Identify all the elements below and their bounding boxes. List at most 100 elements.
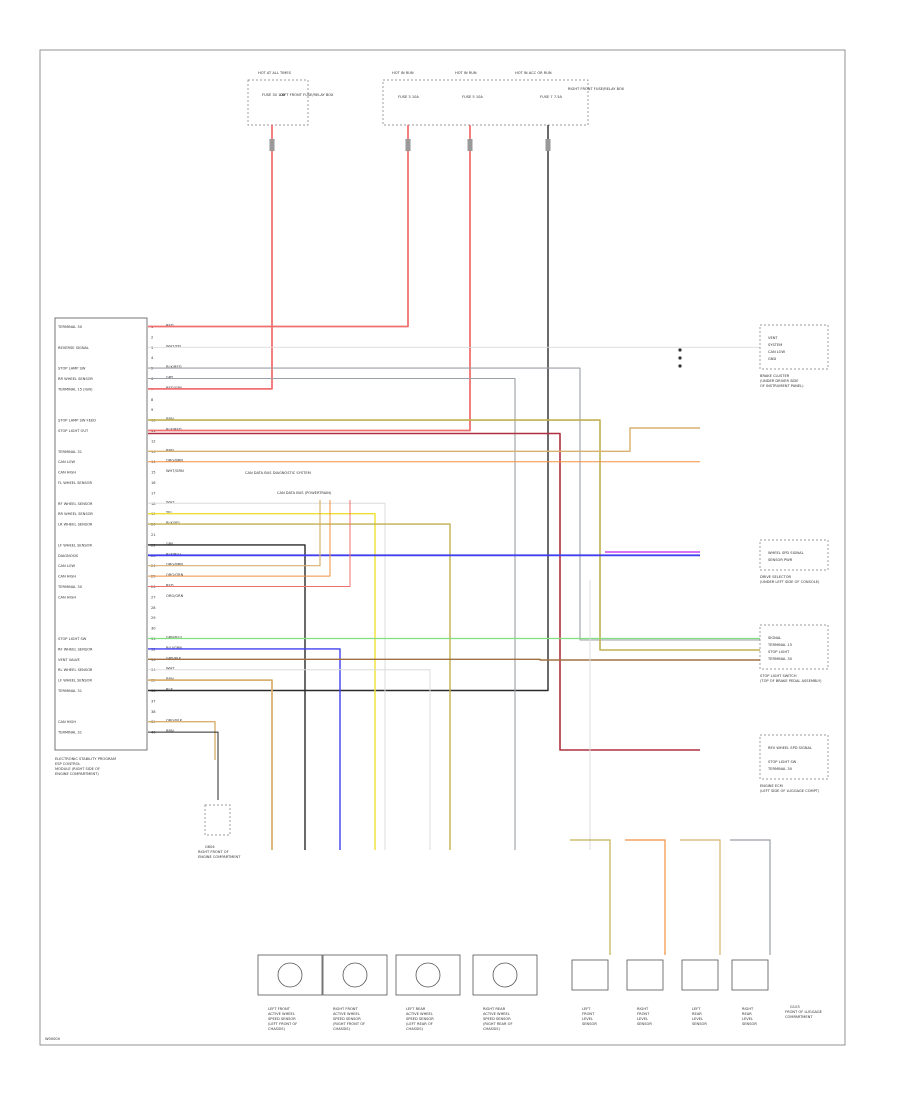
esp-module-box bbox=[54, 317, 148, 751]
wheel-sensor-caption: SPEED SENSOR bbox=[483, 1017, 511, 1021]
level-sensor-caption: LEFT bbox=[582, 1007, 591, 1011]
level-sensor-wire bbox=[570, 839, 611, 955]
module-pin-wire-color: GRY bbox=[166, 542, 174, 546]
right-component-pin: WHEEL SPD SIGNAL bbox=[768, 551, 804, 555]
right-component-caption: BRAKE CLUSTER bbox=[760, 374, 790, 378]
module-pin-label: CAN HIGH bbox=[58, 720, 76, 724]
ground-g604-caption: G604 bbox=[205, 845, 215, 849]
wire-splice bbox=[678, 364, 682, 368]
module-pin-wire-color: ORG/BLK bbox=[166, 719, 183, 723]
wheel-sensor-icon bbox=[277, 962, 303, 988]
module-pin-label: TERMINAL 30 bbox=[57, 325, 83, 329]
module-pin-label: LF WHEEL SENSOR bbox=[58, 543, 93, 547]
right-component-caption: (TOP OF BRAKE PEDAL ASSEMBLY) bbox=[760, 679, 822, 683]
fuse-box-right-header-2: HOT IN RUN bbox=[455, 71, 477, 75]
module-pin-wire-color: RED/GRY bbox=[166, 386, 183, 390]
module-pin-label: CAN HIGH bbox=[58, 575, 76, 579]
module-pin-wire-color: ORG/GRN bbox=[166, 594, 184, 598]
module-pin-wire-color: BLK/BLU bbox=[166, 552, 181, 556]
level-sensor-caption: SENSOR bbox=[582, 1022, 597, 1026]
wire-terminal-30-feed bbox=[148, 125, 409, 328]
wire-splice bbox=[678, 356, 682, 360]
module-caption-line: ESP CONTROL bbox=[55, 762, 80, 766]
fuse-box-right-caption: RIGHT FRONT FUSE/RELAY BOX bbox=[568, 87, 625, 91]
wheel-sensor-caption: SPEED SENSOR bbox=[406, 1017, 434, 1021]
module-pin-label: CAN LOW bbox=[58, 460, 76, 464]
wheel-sensor-body bbox=[395, 954, 461, 996]
wheel-sensor-caption: SPEED SENSOR bbox=[333, 1017, 361, 1021]
module-pin-label: RR WHEEL SENSOR bbox=[58, 512, 93, 516]
level-sensor-wire bbox=[730, 839, 771, 955]
module-pin-number: 4 bbox=[151, 356, 154, 360]
ground-g604-caption: ENGINE COMPARTMENT bbox=[198, 855, 241, 859]
module-pin-label: LR WHEEL SENSOR bbox=[58, 523, 93, 527]
fuse-box-right-header-3: HOT IN ACC OR RUN bbox=[515, 71, 552, 75]
wheel-sensor-body bbox=[322, 954, 388, 996]
wheel-sensor-caption: ACTIVE WHEEL bbox=[483, 1012, 510, 1016]
wire-ground-left bbox=[148, 731, 219, 800]
wheel-sensor-icon bbox=[415, 962, 441, 988]
ground-g103-caption: G103 bbox=[790, 1005, 800, 1009]
module-pin-number: 30 bbox=[151, 627, 156, 631]
module-pin-wire-color: WHT bbox=[166, 667, 175, 671]
wire-vent-valve bbox=[148, 658, 760, 661]
wire-stop-light-feed bbox=[148, 125, 471, 432]
wire-rr-sensor bbox=[148, 377, 516, 850]
wheel-sensor-caption: CHASSIS) bbox=[333, 1027, 351, 1031]
wheel-sensor-caption: ACTIVE WHEEL bbox=[406, 1012, 433, 1016]
wheel-sensor-caption: CHASSIS) bbox=[268, 1027, 286, 1031]
module-caption-line: MODULE (RIGHT SIDE OF bbox=[55, 767, 100, 771]
right-component-caption: (UNDER LEFT SIDE OF CONSOLE) bbox=[760, 580, 820, 584]
wire-layer bbox=[148, 125, 760, 850]
wheel-sensor-icon bbox=[492, 962, 518, 988]
module-pin-label: TERMINAL 30 bbox=[57, 585, 83, 589]
module-pin-number: 2 bbox=[151, 335, 153, 339]
right-component-pin: TERMINAL 15 bbox=[767, 643, 792, 647]
wheel-sensor-caption: LEFT FRONT bbox=[268, 1007, 291, 1011]
right-component-pin: REV WHEEL SPD SIGNAL bbox=[768, 746, 812, 750]
wheel-sensor-caption: RIGHT FRONT bbox=[333, 1007, 358, 1011]
wire-stop-light-out bbox=[148, 432, 700, 751]
fuse-box-left: HOT AT ALL TIMES FUSE 30 10A LEFT FRONT … bbox=[247, 71, 334, 126]
ground-g103: G103 FRONT OF LUGGAGE COMPARTMENT bbox=[785, 1005, 823, 1019]
module-pin-wire-color: ORG/GRN bbox=[166, 573, 184, 577]
module-pin-label: RF WHEEL SENSOR bbox=[58, 502, 93, 506]
level-sensor-caption: LEFT bbox=[692, 1007, 701, 1011]
module-pin-number: 15 bbox=[151, 471, 156, 475]
right-component-box bbox=[759, 539, 829, 571]
wheel-sensor-caption: CHASSIS) bbox=[483, 1027, 501, 1031]
module-pin-wire-color: YEL bbox=[166, 511, 172, 515]
right-component-box bbox=[759, 624, 829, 670]
wheel-sensor-body bbox=[472, 954, 538, 996]
wire-splice bbox=[678, 348, 682, 352]
fuse-box-right: HOT IN RUN HOT IN RUN HOT IN ACC OR RUN … bbox=[382, 71, 625, 126]
module-pin-wire-color: BLK/RED bbox=[166, 365, 182, 369]
module-pin-label: RL WHEEL SENSOR bbox=[58, 668, 93, 672]
right-component-pin: TERMINAL 30 bbox=[767, 767, 793, 771]
wire-lr-sensor bbox=[148, 523, 451, 850]
level-sensor-caption: RIGHT bbox=[742, 1007, 754, 1011]
wire-terminal-30-b bbox=[148, 500, 351, 587]
module-pin-wire-color: WHT/YEL bbox=[166, 344, 182, 348]
level-sensor-body bbox=[626, 959, 664, 991]
module-pin-label: DIAGNOSIS bbox=[58, 554, 79, 558]
wheel-sensor-caption: CHASSIS) bbox=[406, 1027, 424, 1031]
wire-can-low-2 bbox=[148, 500, 321, 567]
module-pin-label: LF WHEEL SENSOR bbox=[58, 679, 93, 683]
module-pin-label: TERMINAL 15 (IGN) bbox=[57, 387, 93, 391]
module-pin-wire-color: BRN bbox=[166, 448, 174, 452]
right-component-pin: SIGNAL bbox=[768, 636, 781, 640]
module-pin-label: STOP LAMP SW FEED bbox=[58, 419, 96, 423]
module-pin-number: 38 bbox=[151, 710, 156, 714]
module-pin-wire-color: RED bbox=[166, 584, 174, 588]
ground-g103-caption: COMPARTMENT bbox=[785, 1015, 813, 1019]
level-sensor-caption: FRONT bbox=[637, 1012, 650, 1016]
module-pin-wire-color: GRN/BLU bbox=[166, 636, 182, 640]
level-sensor-body bbox=[571, 959, 609, 991]
module-pin-wire-color: BLU/GRN bbox=[166, 646, 182, 650]
module-pin-label: STOP LAMP SW bbox=[58, 367, 86, 371]
right-component-caption: (LEFT SIDE OF LUGGAGE COMPT) bbox=[760, 789, 820, 793]
module-pin-label: REVERSE SIGNAL bbox=[58, 346, 89, 350]
